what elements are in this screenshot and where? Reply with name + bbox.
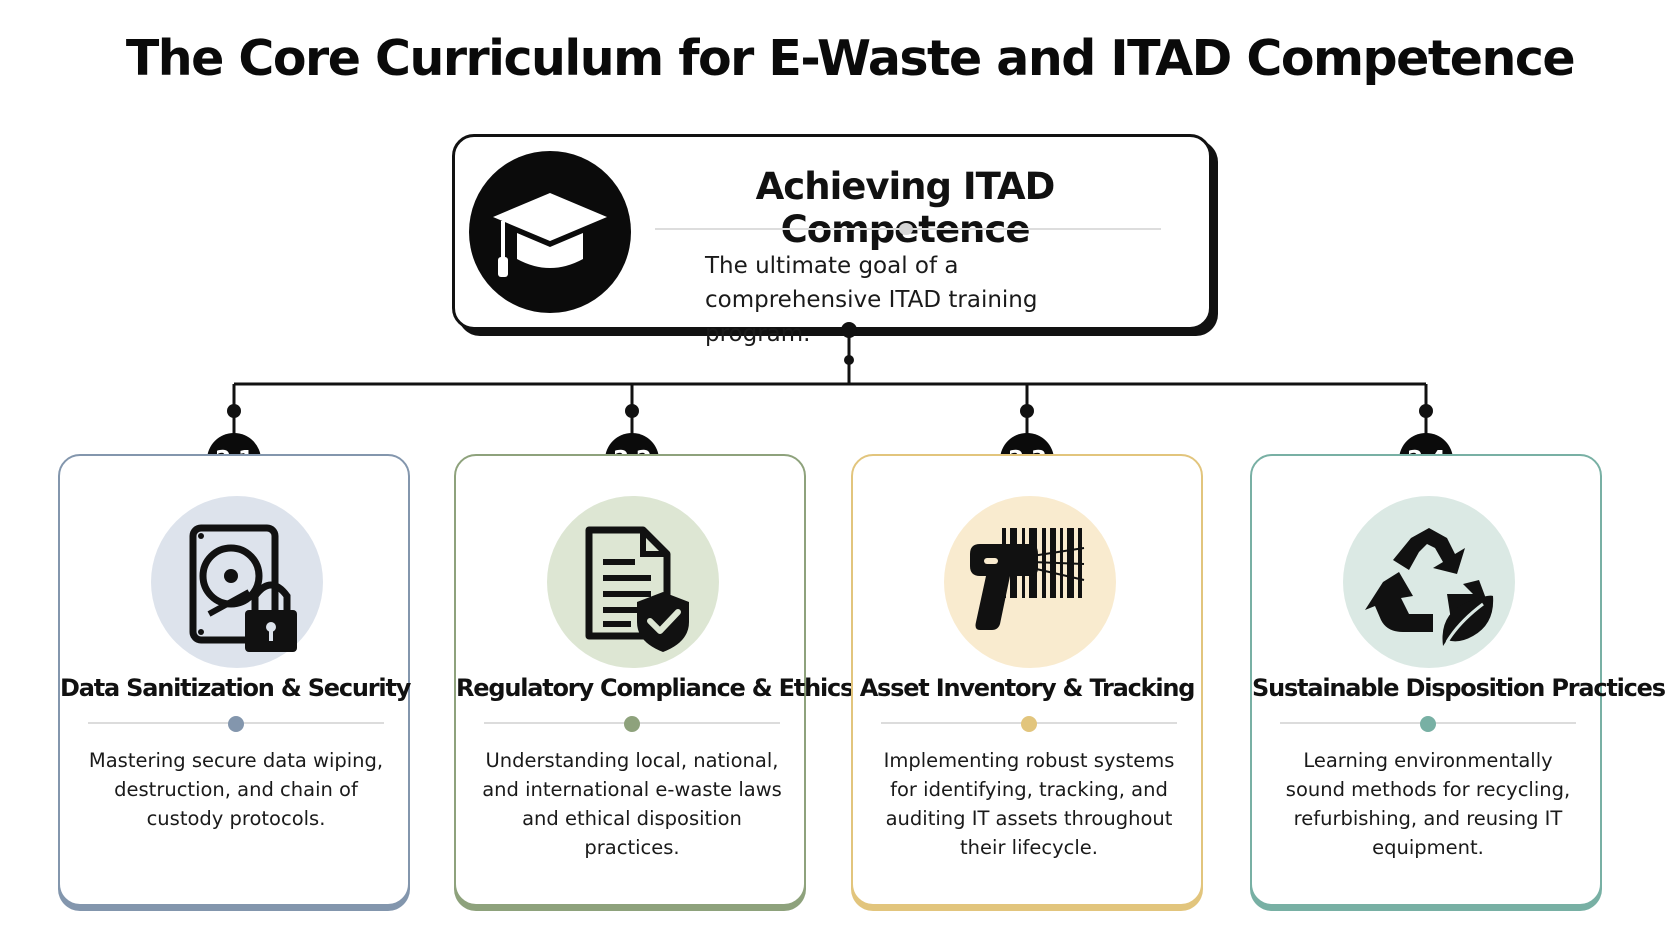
module-description: Understanding local, national, and inter… [482, 749, 782, 859]
module-card-regulatory-compliance: Regulatory Compliance & Ethics Understan… [454, 454, 854, 906]
icon-circle [1343, 496, 1515, 668]
module-description: Learning environmentally sound methods f… [1285, 749, 1571, 859]
module-description: Mastering secure data wiping, destructio… [88, 749, 384, 830]
goal-box: Achieving ITAD Competence The ultimate g… [452, 134, 1212, 347]
module-card-asset-inventory: Asset Inventory & Tracking Implementing … [851, 454, 1203, 906]
goal-divider-dot [899, 223, 913, 235]
module-title: Regulatory Compliance & Ethics [456, 674, 854, 702]
recycle-leaf-icon [1365, 528, 1494, 646]
document-shield-icon [585, 526, 689, 652]
module-divider-dot [228, 716, 244, 732]
graduation-cap-icon [469, 151, 631, 313]
module-card-sustainable-disposition: Sustainable Disposition Practices Learni… [1250, 454, 1666, 906]
module-divider-dot [624, 716, 640, 732]
page-title: The Core Curriculum for E-Waste and ITAD… [125, 30, 1576, 87]
module-title: Sustainable Disposition Practices [1252, 674, 1666, 702]
module-divider-dot [1021, 716, 1037, 732]
module-divider-dot [1420, 716, 1436, 732]
icon-circle [547, 496, 719, 668]
module-title: Asset Inventory & Tracking [859, 674, 1196, 702]
goal-description: The ultimate goal of a comprehensive ITA… [705, 253, 1038, 347]
barcode-scanner-icon [970, 528, 1085, 630]
module-description: Implementing robust systems for identify… [883, 749, 1175, 859]
icon-circle [944, 496, 1116, 668]
icon-circle [151, 496, 323, 668]
hard-drive-lock-icon [189, 524, 297, 652]
module-card-data-sanitization: Data Sanitization & Security Mastering s… [58, 454, 411, 906]
module-title: Data Sanitization & Security [60, 674, 411, 702]
